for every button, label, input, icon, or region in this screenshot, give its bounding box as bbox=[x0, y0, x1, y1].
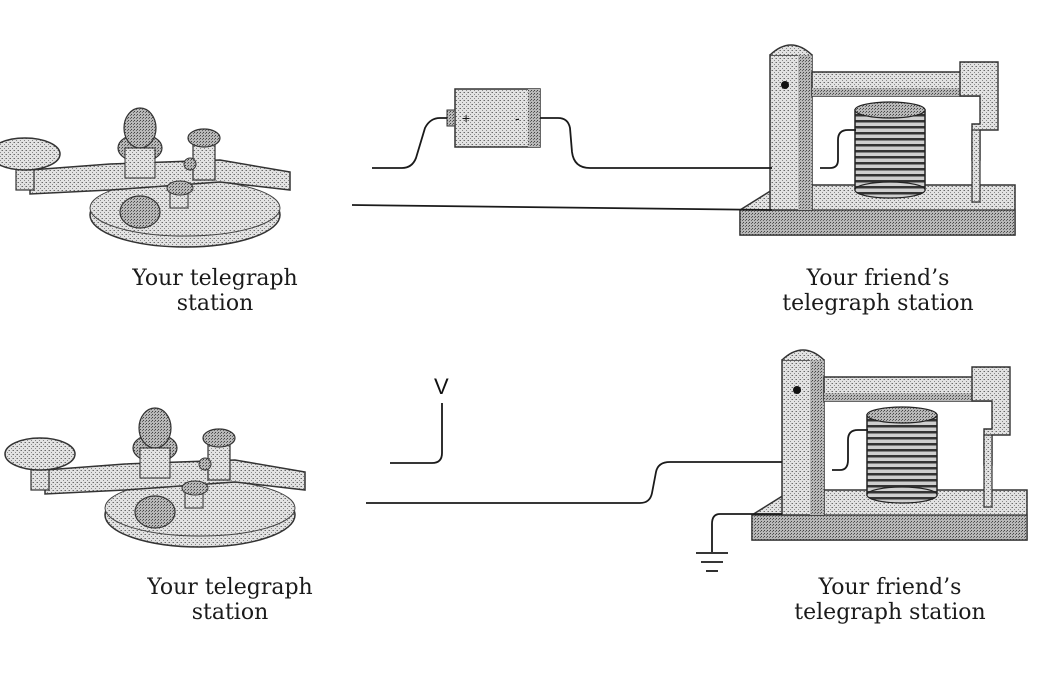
bottom-telegraph-key bbox=[4, 407, 306, 548]
bottom-left-caption-line-2: station bbox=[191, 600, 269, 625]
voltage-label: V bbox=[434, 374, 449, 399]
battery: + - bbox=[446, 88, 541, 148]
top-right-caption: Your friend’s telegraph station bbox=[778, 266, 978, 316]
battery-plus-label: + bbox=[462, 110, 470, 126]
top-left-caption-line-2: station bbox=[176, 291, 254, 316]
bottom-left-caption-line-1: Your telegraph bbox=[147, 575, 313, 600]
top-wires bbox=[351, 117, 856, 211]
top-left-caption-line-1: Your telegraph bbox=[132, 266, 298, 291]
ground-icon bbox=[696, 552, 728, 572]
bottom-wires bbox=[366, 403, 868, 552]
battery-minus-label: - bbox=[515, 110, 520, 126]
top-right-caption-line-1: Your friend’s bbox=[806, 266, 950, 291]
bottom-right-caption-line-1: Your friend’s bbox=[818, 575, 962, 600]
top-right-caption-line-2: telegraph station bbox=[782, 291, 974, 316]
bottom-right-caption: Your friend’s telegraph station bbox=[790, 575, 990, 625]
top-left-caption: Your telegraph station bbox=[125, 266, 305, 316]
top-telegraph-key bbox=[0, 107, 291, 248]
bottom-sounder bbox=[751, 349, 1028, 541]
bottom-left-caption: Your telegraph station bbox=[140, 575, 320, 625]
top-sounder bbox=[739, 44, 1016, 236]
bottom-right-caption-line-2: telegraph station bbox=[794, 600, 986, 625]
